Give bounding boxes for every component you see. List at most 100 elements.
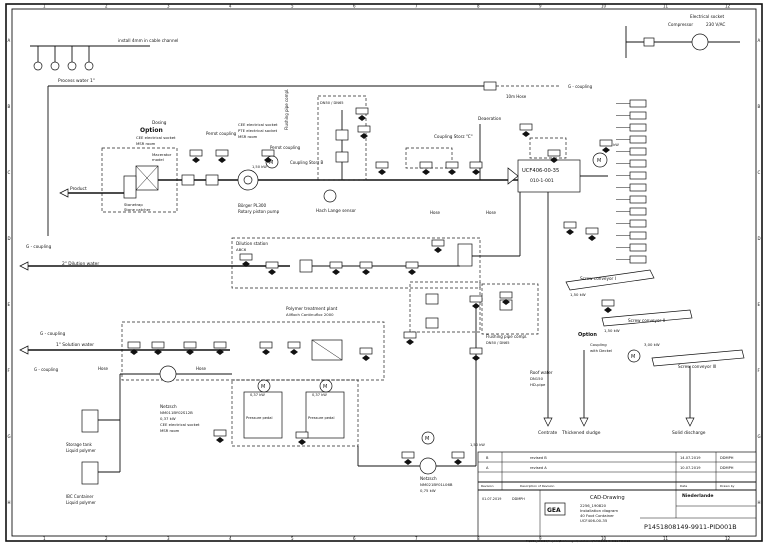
roof-water-dn: DN150 xyxy=(530,376,544,381)
column-number-3: 3 xyxy=(167,4,170,9)
flushing-valve-2 xyxy=(335,151,349,163)
netzsch-1-kw: 0,37 kW xyxy=(160,416,176,421)
polymer-feed-boundary xyxy=(409,281,481,333)
roof-water-label: Roof water xyxy=(530,370,553,375)
macerator-label: Macerator xyxy=(152,152,172,157)
instrument-bubble-15 xyxy=(359,261,373,269)
column-number-7: 7 xyxy=(415,536,418,541)
rotary-pump-label: Rotary piston pump xyxy=(238,209,280,214)
coupling-deckel-label: with Deckel xyxy=(590,348,612,353)
valve-marker-9 xyxy=(472,169,480,175)
centrifuge-id: 010-1-001 xyxy=(530,178,554,184)
rev-a-text: revised A xyxy=(530,466,547,470)
screw-3-motor xyxy=(627,349,641,363)
instrument-bubble-24 xyxy=(359,347,373,355)
valve-marker-34 xyxy=(550,157,558,163)
valve-marker-30 xyxy=(216,437,224,443)
centrifuge-motor-symbol xyxy=(592,152,608,168)
cable-channel-label: install 4mm in cable channel xyxy=(118,38,178,43)
g-coupling-top: G - coupling xyxy=(568,84,593,89)
row-letter-G: G xyxy=(8,434,11,439)
compressor-voltage: 230 V/AC xyxy=(706,22,725,27)
dilution-inlet-arrow xyxy=(19,261,29,271)
kw-label-3: 0,37 kW xyxy=(312,393,327,397)
row-letter-F: F xyxy=(758,368,761,373)
row-letter-D: D xyxy=(758,236,761,241)
valve-marker-7 xyxy=(422,169,430,175)
instrument-bubble-16 xyxy=(405,261,419,269)
macerator-model-label: model xyxy=(152,157,164,162)
screw-conveyor-1-kw: 1,50 kW xyxy=(570,292,586,297)
valve-marker-6 xyxy=(378,169,386,175)
column-number-9: 9 xyxy=(539,4,542,9)
column-number-4: 4 xyxy=(229,4,232,9)
instrument-bubble-33 xyxy=(585,227,599,235)
row-letter-A: A xyxy=(8,38,11,43)
netzsch-2-motor xyxy=(421,431,435,445)
netzsch-2-kw: 0,75 kW xyxy=(420,488,436,493)
valve-marker-19 xyxy=(154,349,162,355)
feed-valve-2 xyxy=(205,174,219,186)
row-letter-B: B xyxy=(8,104,11,109)
column-number-7: 7 xyxy=(415,4,418,9)
column-number-10: 10 xyxy=(601,4,607,9)
column-number-8: 8 xyxy=(477,536,480,541)
mixer-1-motor-m: M xyxy=(261,384,265,390)
flushing-pipe-2-label: Flushing pipe compl. xyxy=(486,334,527,339)
hose-netzsch-1: Hose xyxy=(98,366,109,371)
row-letter-H: H xyxy=(758,500,761,505)
tb-cad-title: CAD-Drawing xyxy=(590,495,625,501)
dosing-label: Dosing xyxy=(152,120,167,125)
liquid-polymer-label-2: Liquid polymer xyxy=(66,500,96,505)
process-water-valve xyxy=(483,81,497,91)
valve-marker-13 xyxy=(268,269,276,275)
instrument-bubble-1 xyxy=(189,149,203,157)
msr-room-label-3: MSR room xyxy=(160,428,180,433)
product-label: Product xyxy=(70,186,87,192)
valve-marker-11 xyxy=(602,147,610,153)
instrument-bubble-32 xyxy=(563,221,577,229)
instrument-tag-12 xyxy=(629,231,647,240)
pte-socket-label: PTE electrical socket xyxy=(238,128,278,133)
valve-marker-5 xyxy=(360,133,368,139)
ibc-container-symbol xyxy=(81,461,99,485)
instrument-tag-9 xyxy=(629,195,647,204)
valve-marker-25 xyxy=(406,339,414,345)
rev-header-rev: Revision xyxy=(481,484,494,488)
valve-marker-32 xyxy=(566,229,574,235)
centrifuge-drive-group xyxy=(529,137,567,159)
screw-conveyor-2-label: Screw conveyor II xyxy=(628,318,665,323)
coupling-label: Coupling xyxy=(590,342,607,347)
stonetrap-label: Stonetrap xyxy=(124,202,143,207)
polymer-plant-label: Polymer treatment plant xyxy=(286,306,338,311)
inner-frame xyxy=(11,8,757,537)
footer-file-path: P:\2256_190820\Projekte\Zeichnungen\Inst… xyxy=(526,539,630,543)
column-number-11: 11 xyxy=(663,536,669,541)
mixer-1-motor xyxy=(257,379,271,393)
instrument-tag-7 xyxy=(629,171,647,180)
cee-socket-label-2: CEE electrical socket xyxy=(238,122,278,127)
valve-marker-1 xyxy=(192,157,200,163)
instrument-bubble-20 xyxy=(183,341,197,349)
valve-marker-15 xyxy=(362,269,370,275)
valve-marker-20 xyxy=(186,349,194,355)
outer-frame xyxy=(5,3,763,542)
column-number-11: 11 xyxy=(663,4,669,9)
storage-tank-symbol xyxy=(81,409,99,433)
instrument-tag-13 xyxy=(629,243,647,252)
tb-company: GEA xyxy=(547,507,561,514)
instrument-tag-4 xyxy=(629,135,647,144)
instrument-bubble-7 xyxy=(419,161,433,169)
polymer-plant-model: Allfloch Continufloc 2000 xyxy=(286,312,334,317)
rev-a-date: 10.07.2019 xyxy=(680,466,701,470)
storz-c-group xyxy=(405,147,453,169)
valve-marker-26 xyxy=(404,459,412,465)
ibc-container-label: IBC Container xyxy=(66,494,94,499)
option-label: Option xyxy=(140,127,163,134)
kw-label-1: 1,50 kW xyxy=(252,165,267,169)
instrument-bubble-22 xyxy=(259,341,273,349)
